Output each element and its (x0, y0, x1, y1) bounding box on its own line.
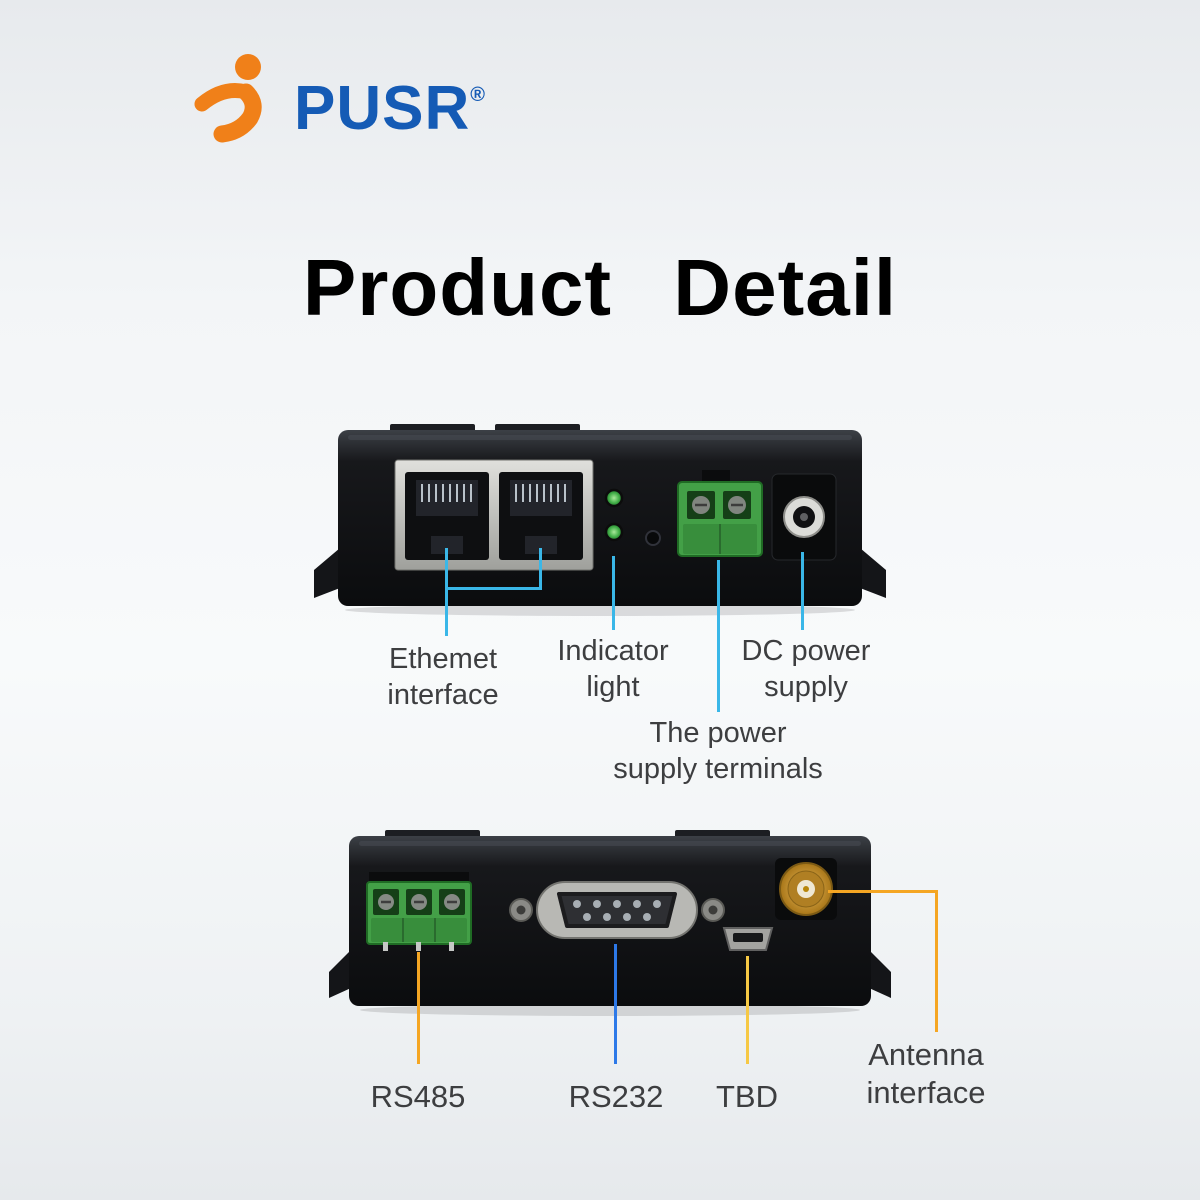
callout-line-ethernet-left (445, 548, 448, 636)
callout-line-indicator (612, 556, 615, 630)
micro-usb-port (722, 927, 774, 951)
callout-line-power-terminals (717, 560, 720, 712)
label-power-supply-terminals: The power supply terminals (613, 717, 823, 785)
power-terminal-2pin (677, 470, 763, 557)
brand-name: PUSR® (294, 78, 486, 140)
sma-antenna-connector (775, 858, 837, 920)
callout-line-ethernet-bridge (445, 587, 542, 590)
dc-power-jack (771, 473, 837, 561)
callout-line-antenna-horizontal (828, 890, 938, 893)
brand-name-text: PUSR (294, 74, 471, 143)
device-top-photo (314, 424, 886, 616)
device-bottom-view (325, 822, 895, 1022)
rj45-port-1 (405, 472, 489, 560)
device-top-view (310, 418, 890, 623)
db9-rs232-connector (509, 881, 725, 939)
callout-line-antenna-vertical (935, 890, 938, 1032)
led-indicators (604, 488, 624, 542)
rs485-terminal-3pin (366, 872, 472, 951)
brand-logo: PUSR® (190, 52, 486, 144)
label-rs232: RS232 (568, 1079, 664, 1114)
registered-mark: ® (470, 84, 487, 106)
callout-line-ethernet-right (539, 548, 542, 590)
pusr-logo-icon (194, 54, 262, 143)
callout-line-rs485 (417, 952, 420, 1064)
callout-line-rs232 (614, 944, 617, 1064)
label-indicator-light: Indicator light (557, 635, 669, 703)
reset-button-hole (645, 530, 661, 546)
callout-line-tbd (746, 956, 749, 1064)
device-bottom-photo (329, 830, 891, 1016)
label-tbd: TBD (716, 1079, 778, 1114)
label-rs485: RS485 (370, 1079, 466, 1114)
label-dc-power-supply: DC power supply (741, 635, 871, 703)
rj45-port-2 (499, 472, 583, 560)
page-title: Product Detail (302, 243, 898, 332)
label-ethernet-interface: Ethemet interface (387, 643, 499, 711)
label-antenna-interface: Antenna interface (866, 1037, 986, 1111)
callout-line-dc-power (801, 552, 804, 630)
